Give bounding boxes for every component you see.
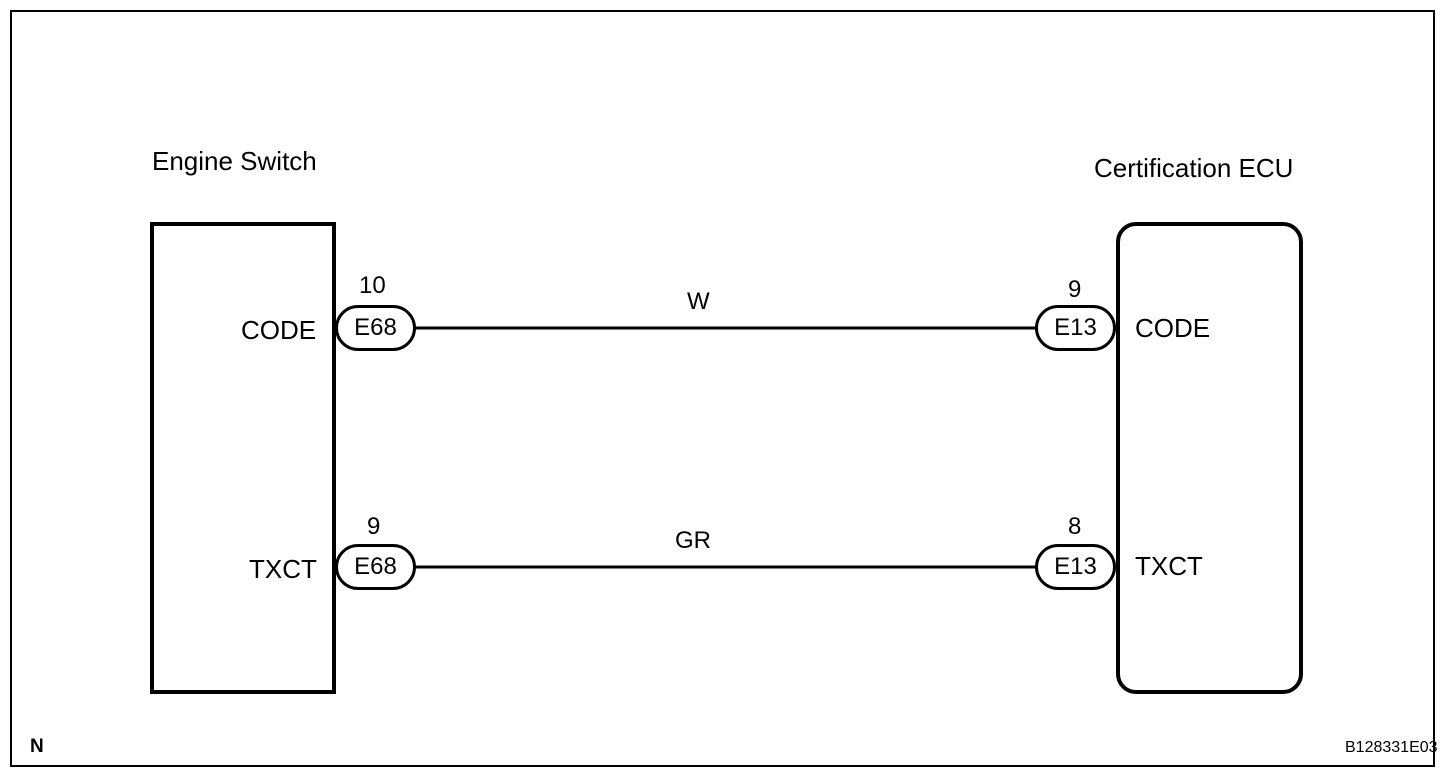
figure-id: B128331E03 [1345,739,1438,756]
left-pin-number-code: 10 [359,272,386,299]
connector-id: E13 [1054,314,1097,341]
connector-id: E68 [354,553,397,580]
right-pin-number-txct: 8 [1068,513,1082,540]
left-signal-txct: TXCT [249,554,317,584]
right-signal-txct: TXCT [1135,551,1203,581]
connector-left-txct: E68 [335,544,416,590]
connector-id: E13 [1054,553,1097,580]
corner-mark: N [30,736,44,757]
right-pin-number-code: 9 [1068,276,1082,303]
certification-ecu-label: Certification ECU [1094,153,1294,183]
left-signal-code: CODE [241,315,317,345]
connector-id: E68 [354,314,397,341]
connector-right-txct: E13 [1035,544,1116,590]
diagram-frame [10,10,1435,767]
wire-color-txct: GR [675,527,711,554]
connector-right-code: E13 [1035,305,1116,351]
right-signal-code: CODE [1135,313,1211,343]
engine-switch-box [150,222,336,694]
certification-ecu-box [1116,222,1303,694]
connector-left-code: E68 [335,305,416,351]
wire-color-code: W [687,288,710,315]
left-pin-number-txct: 9 [367,513,381,540]
engine-switch-label: Engine Switch [152,146,317,176]
